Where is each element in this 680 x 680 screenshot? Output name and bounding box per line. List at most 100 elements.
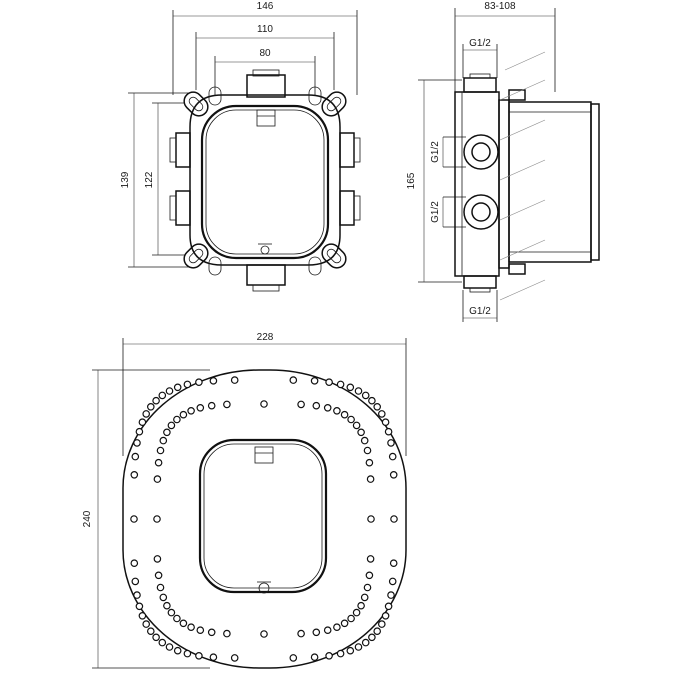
perforation-hole bbox=[384, 427, 393, 436]
mounting-lug-bottom-left bbox=[183, 243, 209, 269]
perforation-hole bbox=[156, 446, 165, 455]
perforation-hole bbox=[167, 421, 176, 430]
perforation-hole bbox=[163, 428, 171, 437]
perforation-hole bbox=[138, 418, 147, 427]
perforation-hole bbox=[389, 559, 398, 568]
perforation-hole bbox=[153, 515, 161, 523]
perforation-hole bbox=[368, 633, 376, 642]
perforation-hole bbox=[133, 591, 141, 599]
perforation-hole bbox=[223, 400, 231, 409]
perforation-hole bbox=[260, 400, 268, 408]
perforation-hole bbox=[147, 402, 155, 411]
dim-122-label: 122 bbox=[144, 171, 155, 188]
perforation-hole bbox=[312, 401, 321, 410]
perforation-hole bbox=[183, 649, 192, 658]
perforation-hole bbox=[354, 387, 363, 395]
perforation-hole bbox=[387, 439, 395, 447]
perforation-hole bbox=[323, 626, 332, 635]
perforation-hole bbox=[366, 475, 375, 483]
perforation-hole bbox=[388, 577, 397, 586]
perforation-hole bbox=[173, 614, 181, 623]
perforation-hole bbox=[354, 643, 363, 651]
perforation-hole bbox=[135, 427, 144, 436]
perforation-hole bbox=[325, 651, 333, 660]
perforation-hole bbox=[333, 623, 341, 632]
perforation-hole bbox=[135, 602, 144, 611]
perforation-hole bbox=[360, 436, 369, 445]
perforation-hole bbox=[207, 401, 216, 410]
perforation-hole bbox=[223, 629, 231, 638]
perforation-hole bbox=[142, 410, 151, 418]
perforation-hole bbox=[167, 608, 176, 617]
mounting-lug-top-left bbox=[183, 91, 209, 117]
perforation-hole bbox=[230, 654, 239, 662]
perforation-hole bbox=[368, 396, 376, 405]
perforation-hole bbox=[366, 555, 375, 563]
perforation-hole bbox=[387, 591, 395, 599]
perforation-hole bbox=[187, 623, 195, 632]
side-view: 83-108 G1/2 165 G1/2 G1/2 bbox=[406, 1, 600, 322]
perforation-hole bbox=[323, 403, 332, 412]
mounting-lug-bottom-right bbox=[321, 243, 347, 269]
perforation-hole bbox=[196, 403, 205, 412]
perforation-hole bbox=[154, 571, 163, 580]
perforation-hole bbox=[131, 577, 140, 586]
perforation-hole bbox=[365, 571, 374, 580]
perforation-hole bbox=[347, 614, 355, 623]
dim-146-label: 146 bbox=[257, 1, 274, 12]
perforation-hole bbox=[325, 378, 333, 387]
dim-110-label: 110 bbox=[257, 24, 273, 35]
perforation-hole bbox=[207, 628, 216, 637]
perforation-hole bbox=[377, 410, 386, 418]
perforation-hole bbox=[153, 555, 162, 563]
perforation-hole bbox=[363, 446, 372, 455]
perforation-hole bbox=[187, 406, 195, 415]
perforation-hole bbox=[289, 376, 298, 384]
perforation-hole bbox=[183, 380, 192, 389]
perforation-hole bbox=[381, 611, 390, 620]
perforation-hole bbox=[390, 515, 398, 523]
perforation-ring bbox=[130, 376, 398, 662]
thread-bottom-label: G1/2 bbox=[469, 306, 491, 317]
perforation-hole bbox=[195, 651, 203, 660]
perforation-hole bbox=[165, 643, 174, 651]
perforation-hole bbox=[346, 383, 355, 392]
perforation-hole bbox=[173, 646, 182, 655]
perforation-hole bbox=[373, 627, 382, 636]
perforation-hole bbox=[365, 458, 374, 467]
thread-top-label: G1/2 bbox=[469, 38, 491, 49]
perforation-hole bbox=[142, 620, 151, 628]
perforation-hole bbox=[154, 458, 163, 467]
perforation-hole bbox=[165, 387, 174, 395]
dim-240-label: 240 bbox=[82, 510, 93, 527]
perforation-hole bbox=[310, 376, 319, 385]
perforation-hole bbox=[336, 380, 345, 389]
perforation-hole bbox=[388, 452, 397, 461]
thread-upper-port-label: G1/2 bbox=[430, 141, 441, 163]
perforation-hole bbox=[130, 515, 138, 523]
perforation-hole bbox=[156, 583, 165, 592]
perforation-hole bbox=[147, 627, 155, 636]
perforation-hole bbox=[179, 410, 188, 419]
perforation-hole bbox=[367, 515, 375, 523]
perforation-hole bbox=[384, 602, 393, 611]
perforation-hole bbox=[289, 654, 298, 662]
perforation-hole bbox=[209, 653, 218, 662]
dim-228-label: 228 bbox=[257, 332, 274, 343]
perforation-hole bbox=[173, 415, 181, 424]
perforation-hole bbox=[357, 601, 365, 610]
perforation-hole bbox=[195, 378, 203, 387]
perforation-hole bbox=[209, 376, 218, 385]
perforation-hole bbox=[363, 583, 372, 592]
perforation-hole bbox=[333, 406, 341, 415]
perforation-hole bbox=[347, 415, 355, 424]
perforation-hole bbox=[179, 619, 188, 628]
perforation-hole bbox=[357, 428, 365, 437]
perforation-hole bbox=[340, 619, 349, 628]
perforation-hole bbox=[230, 376, 239, 384]
perforation-hole bbox=[158, 638, 167, 647]
perforation-hole bbox=[373, 402, 382, 411]
perforation-hole bbox=[361, 391, 370, 400]
cover-plate-view: 228 240 bbox=[82, 332, 407, 669]
